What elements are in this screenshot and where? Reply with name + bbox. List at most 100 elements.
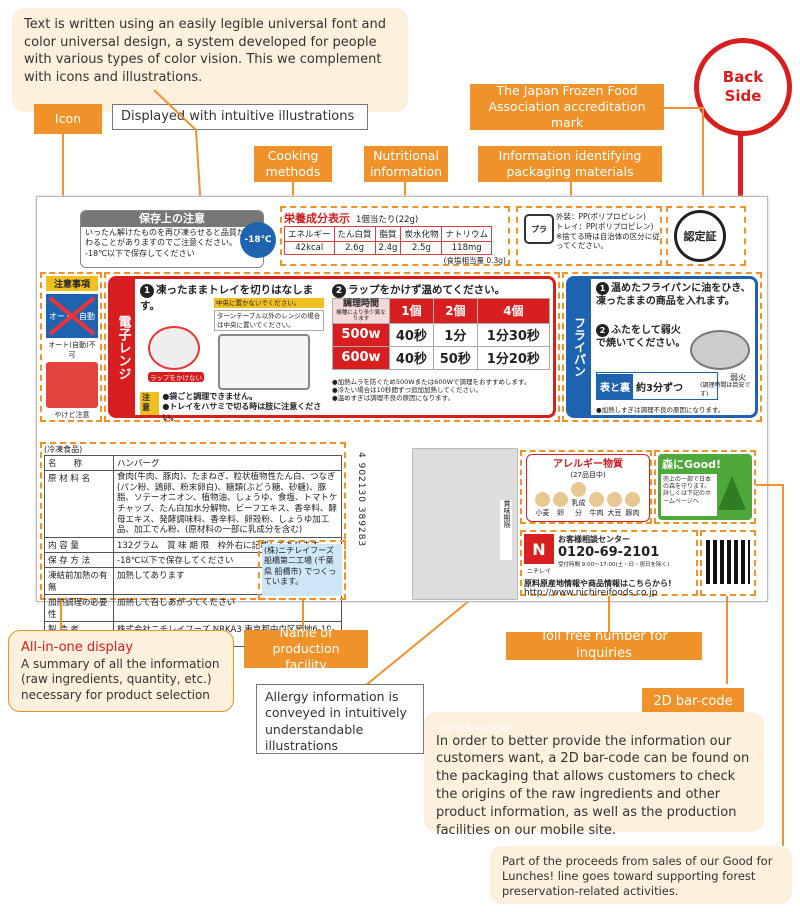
jfa-connector-v [702, 107, 704, 207]
nutrition-header-row: エネルギー たん白質 脂質 炭水化物 ナトリウム [284, 226, 492, 242]
all-in-one-title: All-in-one display [21, 640, 134, 655]
all-in-one-body: A summary of all the information (raw in… [21, 656, 220, 702]
microwave-oven-icon [218, 334, 310, 390]
nutrition-value: 118mg [441, 241, 492, 255]
no-wrap-icon [148, 326, 200, 370]
phone-number: 0120-69-2101 [558, 545, 660, 560]
product-key: 原 材 料 名 [44, 470, 114, 538]
auto-label-2: 自動 [79, 311, 95, 321]
frypan-icon [690, 330, 750, 370]
auto-label: オート [49, 311, 73, 321]
barcode-note-body: In order to better provide the informati… [436, 733, 750, 839]
burn-text: やけど注意 [54, 411, 90, 419]
contact-highlight [520, 530, 698, 596]
caution-line: ●袋ごと調理できません。 [162, 392, 258, 401]
product-key: 凍結前加熱の有無 [44, 566, 114, 595]
nutrition-header: エネルギー [284, 226, 335, 242]
watt-600: 600w [332, 345, 390, 370]
all-in-one-connector [60, 600, 62, 630]
time-value: 1分30秒 [476, 322, 551, 347]
nutrition-value: 2.6g [333, 241, 376, 255]
product-value: ハンバーグ [113, 455, 342, 471]
qr-highlight [700, 530, 756, 596]
back-side-badge: Back Side [694, 38, 792, 136]
cooking-methods-label: Cooking methods [254, 146, 332, 182]
time-header-sub: 機種により多少異なります [336, 309, 386, 322]
product-key: 保 存 方 法 [44, 551, 114, 568]
allergy-item: 豚肉 [624, 492, 641, 518]
allergy-panel: アレルギー物質 (27品目中) 小麦卵乳成分牛肉大豆豚肉 [526, 454, 650, 522]
soybean-icon [607, 492, 622, 507]
placement-note: 中央に置かないでください。 ターンテーブル以外のレンジの場合は中央に置いてくださ… [214, 298, 324, 332]
temp-badge: -18℃ [240, 222, 276, 258]
fp-step1-text: 温めたフライパンに油をひき、凍ったままの商品を入れます。 [596, 283, 751, 307]
wheat-icon [535, 492, 550, 507]
origin-text: 原料原産地情報や商品情報はこちらから! [524, 579, 672, 588]
jfa-mark-text: 認定証 [683, 230, 717, 243]
fp-time-label: 表と裏 [597, 373, 633, 399]
jfa-mark-icon: 認定証 [674, 210, 726, 262]
factory-info: (株)ニチレイフーズ 船橋第二工場 (千葉県 船橋市) でつくっています。 [262, 544, 342, 596]
packaging-connector [570, 182, 572, 208]
packaging-info: 外装：PP(ポリプロピレン) トレイ：PP(ポリプロピレン) ※捨てる時は自治体… [556, 212, 660, 251]
storage-caution: 保存上の注意 いったん解けたものを再び凍らせると品質が変わることがありますのでご… [80, 210, 264, 268]
contact-hours: 受付時間 9:00～17:00(土・日・祝日を除く) [558, 562, 670, 568]
allergy-pointer [359, 599, 471, 691]
nutrition-header: たん白質 [333, 226, 376, 242]
storage-title: 保存上の注意 [81, 211, 263, 227]
nutrition-header: 炭水化物 [400, 226, 443, 242]
forest-connector-v [782, 484, 784, 846]
icon-label: Icon [34, 104, 102, 134]
nutrition-serving: 1個当たり(22g) [356, 215, 419, 225]
frozen-label: (冷凍食品) [44, 445, 83, 454]
cooking-connector [292, 182, 294, 208]
time-row-600: 600w 40秒 50秒 1分20秒 [332, 345, 551, 370]
allergy-note: Allergy information is conveyed in intui… [256, 684, 424, 754]
forest-connector-h [756, 484, 784, 486]
caution-icons: 注意事項 オート 自動 オート(自動)不可 やけど注意 [46, 276, 98, 420]
allergy-item-label: 牛肉 [589, 509, 604, 517]
caution-line: ●トレイをハサミで切る時は肢に注意ください。 [162, 402, 322, 422]
egg-icon [553, 492, 568, 507]
illustrations-label: Displayed with intuitive illustrations [112, 104, 368, 130]
beef-icon [589, 492, 604, 507]
time-header-title: 調理時間 [342, 299, 379, 309]
time-value: 50秒 [432, 345, 478, 370]
burn-warning-icon [46, 362, 98, 408]
forest-panel: 森にGood! 売上の一部で日本の森を守ります。詳しくは下記のホームページへ [658, 454, 752, 520]
time-value: 1分 [432, 322, 478, 347]
packaging-label: Information identifying packaging materi… [478, 146, 662, 182]
nutritional-info-label: Nutritional information [364, 146, 448, 182]
allergy-item: 卵 [552, 492, 569, 518]
no-auto-icon: オート 自動 [46, 294, 98, 338]
packaging-note: ※捨てる時は自治体の区分に従ってください。 [556, 231, 660, 251]
nutrition-value: 42kcal [284, 241, 335, 255]
forest-title: 森にGood! [662, 458, 722, 471]
best-before-label: 賞味期限 [500, 500, 512, 560]
frypan-title: フライパン [569, 279, 591, 415]
jfa-connector-h [664, 107, 704, 109]
auto-ng-text: オート(自動)不可 [48, 341, 96, 359]
low-heat-label: 弱火 [730, 373, 746, 382]
allergy-item: 牛肉 [588, 492, 605, 518]
turntable-note: ターンテーブル以外のレンジの場合は中央に置いてください。 [214, 310, 324, 332]
step2-text: ラップをかけず温めてください。 [348, 284, 506, 296]
time-col: 4個 [476, 298, 551, 324]
mw-note: ●加熱ムラを防ぐため500Wまたは600Wで調理をおすすめします。 [332, 378, 531, 386]
time-header-row: 調理時間機種により多少異なります 1個 2個 4個 [332, 298, 551, 324]
production-facility-label: Name of production facility [244, 625, 368, 672]
allergy-item-label: 豚肉 [625, 509, 640, 517]
allergy-item: 大豆 [606, 492, 623, 518]
mw-note: ●温めすぎは調理不良の原因になります。 [332, 394, 455, 403]
microwave-notes: ●加熱ムラを防ぐため500Wまたは600Wで調理をおすすめします。 ●冷たい場合… [332, 378, 552, 402]
nichirei-logo: N [524, 534, 554, 564]
fp-time: 約3分ずつ [636, 382, 683, 394]
allergy-highlight [520, 450, 652, 524]
nutrition-table: エネルギー たん白質 脂質 炭水化物 ナトリウム 42kcal 2.6g 2.4… [284, 226, 492, 255]
microwave-highlight [104, 272, 560, 422]
frypan-highlight [562, 272, 762, 422]
allergy-sub: (27品目中) [570, 471, 606, 479]
allergy-item-label: 大豆 [607, 509, 622, 517]
watt-500: 500w [332, 322, 390, 347]
time-col: 2個 [432, 298, 478, 324]
